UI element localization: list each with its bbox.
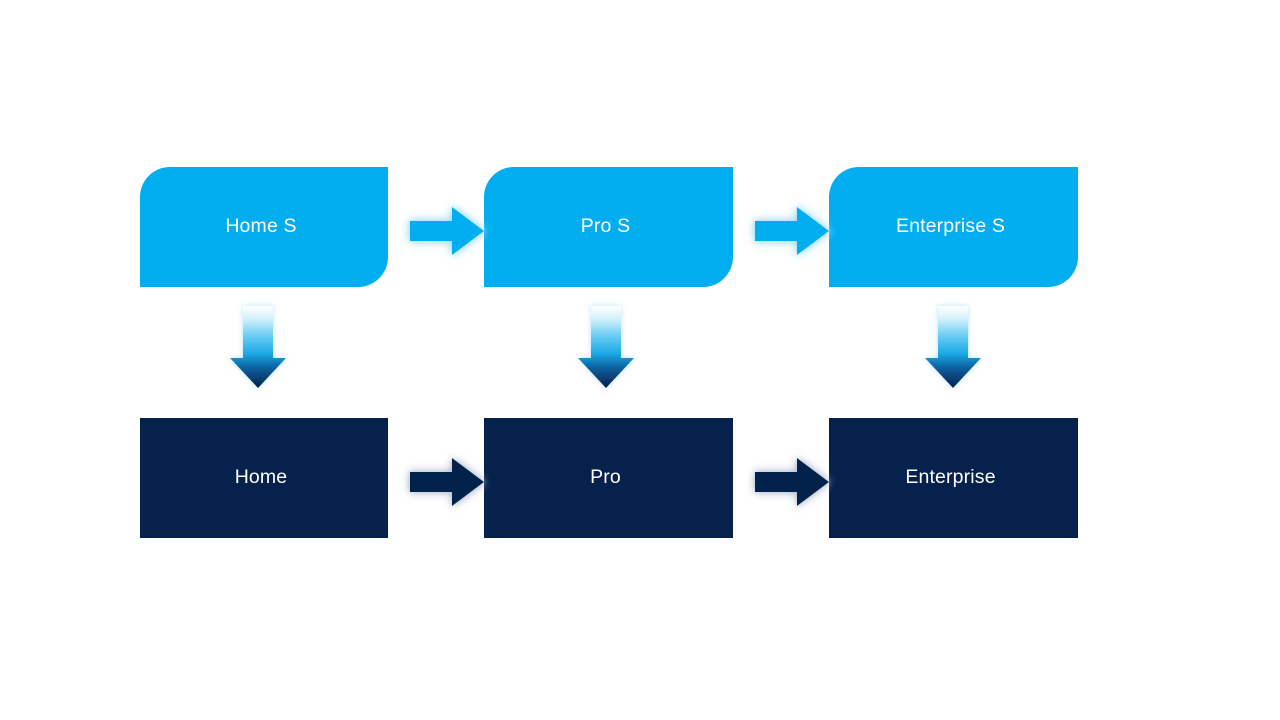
node-enterprise-label: Enterprise [905,466,996,489]
arrow-right-icon [755,458,829,506]
connector-pro-to-enterprise[interactable] [749,451,835,513]
connector-pro-s-to-enterprise-s[interactable] [749,200,835,262]
node-enterprise-s-label: Enterprise S [895,215,1006,238]
node-enterprise-s[interactable]: Enterprise S [829,167,1078,287]
connector-pro-s-to-pro[interactable] [574,304,638,392]
node-pro-s-label: Pro S [580,215,631,238]
connector-home-s-to-pro-s[interactable] [404,200,490,262]
node-home[interactable]: Home [140,418,388,538]
node-home-s-label: Home S [225,215,297,238]
arrow-right-icon [410,207,484,255]
node-home-label: Home [234,466,288,489]
node-home-s[interactable]: Home S [140,167,388,287]
connector-enterprise-s-to-enterprise[interactable] [921,304,985,392]
node-pro[interactable]: Pro [484,418,733,538]
arrow-down-icon [925,306,981,388]
connector-home-s-to-home[interactable] [226,304,290,392]
arrow-down-icon [578,306,634,388]
arrow-down-icon [230,306,286,388]
node-pro-s[interactable]: Pro S [484,167,733,287]
arrow-right-icon [755,207,829,255]
node-enterprise[interactable]: Enterprise [829,418,1078,538]
arrow-right-icon [410,458,484,506]
node-pro-label: Pro [590,466,621,489]
connector-home-to-pro[interactable] [404,451,490,513]
